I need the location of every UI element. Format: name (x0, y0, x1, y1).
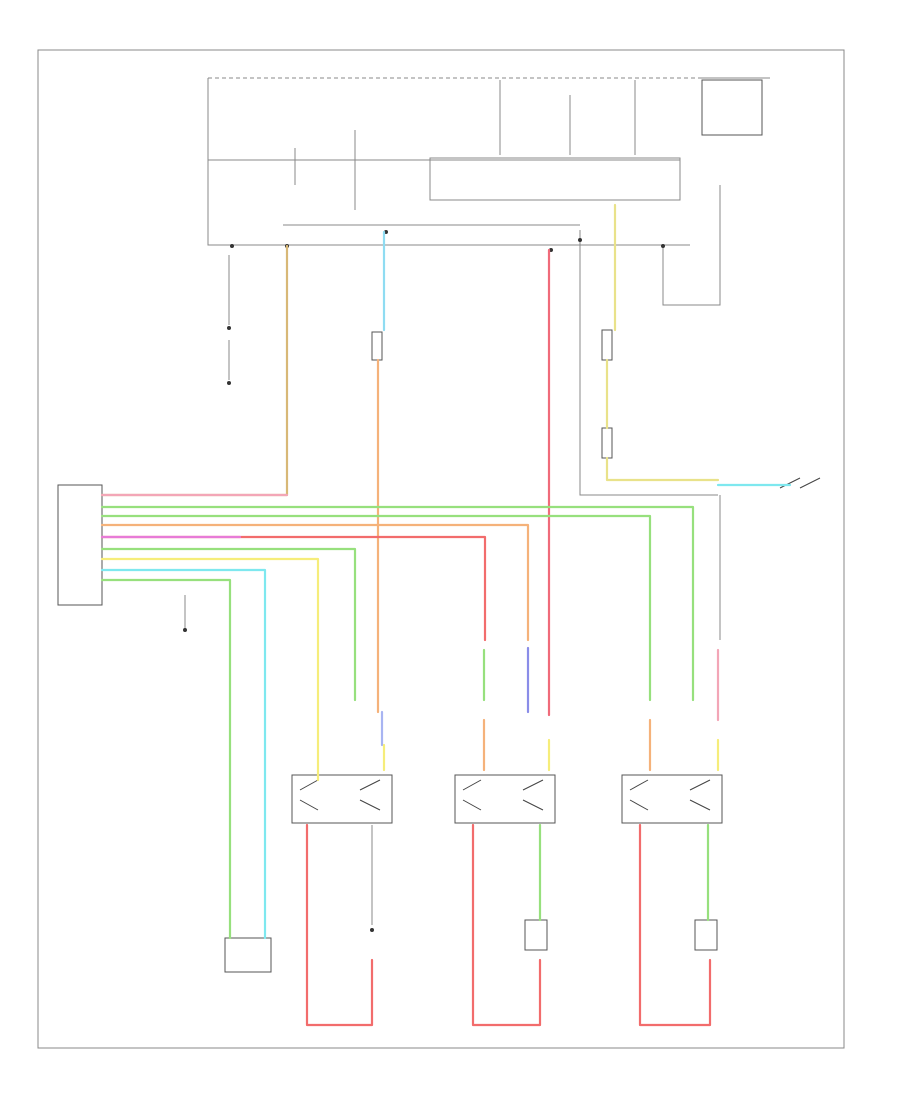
wire-red-loop-right (638, 823, 712, 1027)
actuator-switch-right (621, 774, 723, 824)
wire-orange-row4 (100, 523, 530, 642)
diagram-frame (37, 49, 845, 1049)
wire-green-lower (100, 578, 232, 940)
wire-cyan (100, 568, 267, 940)
wires (100, 203, 792, 1027)
ground-points (183, 255, 231, 632)
wire-yellow-light (605, 203, 720, 482)
switch-block (57, 484, 103, 606)
relay-box (701, 79, 763, 136)
inline-components (224, 329, 821, 973)
wire-green-row2 (100, 505, 695, 702)
wire-red-row5 (100, 535, 487, 642)
wire-green-row6 (100, 547, 357, 702)
wire-yellow-row7 (100, 557, 320, 782)
wire-red-loop-center (471, 823, 542, 1027)
wire-tan (100, 244, 289, 497)
wire-orange-short (482, 718, 652, 772)
actuator-switch-left (291, 774, 393, 824)
wire-yellow-short (382, 738, 720, 772)
wire-green-row3 (100, 514, 652, 702)
wire-red-loop-left (305, 823, 374, 1027)
power-distribution (207, 77, 770, 496)
actuator-switch-center (454, 774, 556, 824)
